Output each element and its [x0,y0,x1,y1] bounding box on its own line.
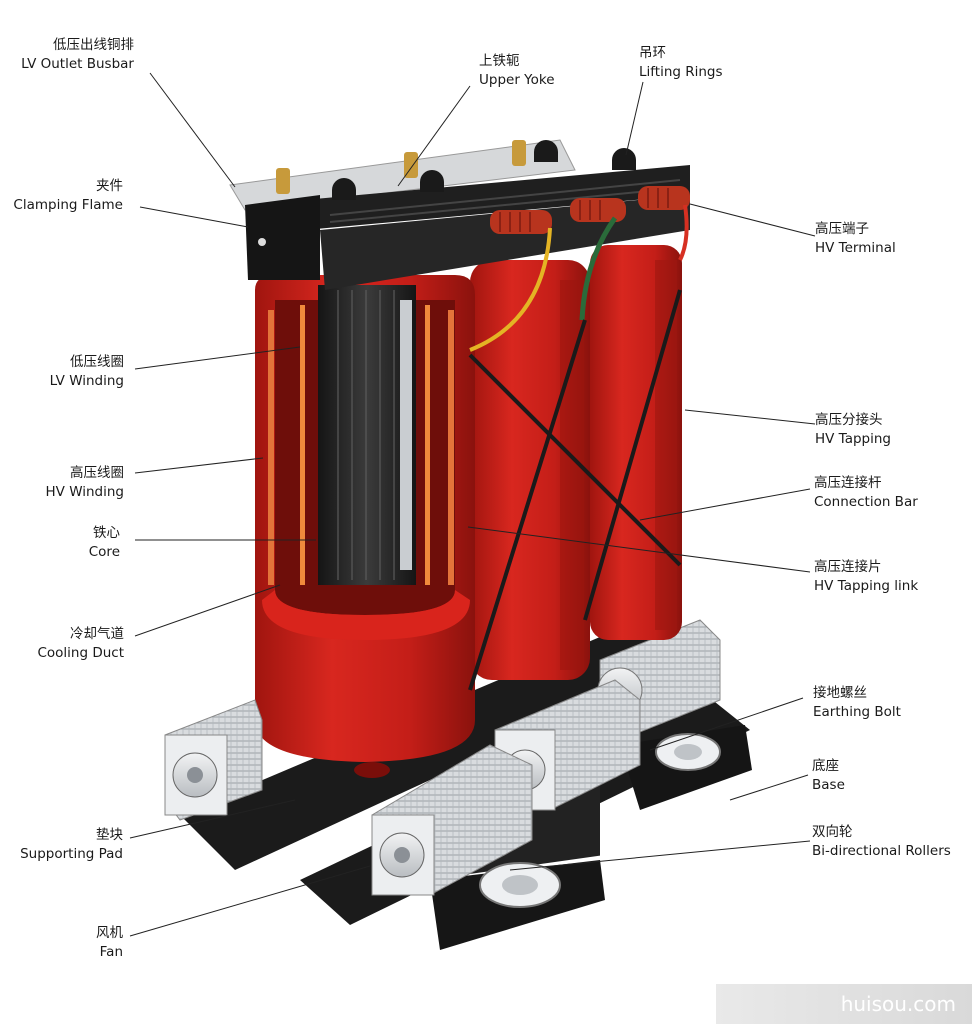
label-clamping-flame: 夹件 Clamping Flame [13,177,123,215]
label-hv-terminal: 高压端子 HV Terminal [815,220,896,258]
label-hv-winding-en: HV Winding [45,484,124,500]
label-supporting-pad-zh: 垫块 [96,827,123,843]
label-cooling-duct-zh: 冷却气道 [70,626,124,642]
label-hv-tapping-zh: 高压分接头 [815,412,883,428]
label-core: 铁心 Core [89,524,120,562]
label-earthing-bolt: 接地螺丝 Earthing Bolt [813,684,901,722]
label-bi-directional-rollers: 双向轮 Bi-directional Rollers [812,823,951,861]
label-supporting-pad: 垫块 Supporting Pad [20,826,123,864]
label-earthing-bolt-en: Earthing Bolt [813,704,901,720]
label-clamping-flame-en: Clamping Flame [13,197,123,213]
label-lifting-rings-zh: 吊环 [639,45,666,61]
coil-front-cutaway [255,275,475,778]
leader-lines [129,72,816,937]
label-lv-winding: 低压线圈 LV Winding [50,353,124,391]
watermark: huisou.com [716,984,972,1024]
coil-middle [470,260,590,680]
label-hv-tapping-link-zh: 高压连接片 [814,559,882,575]
label-supporting-pad-en: Supporting Pad [20,846,123,862]
label-lv-winding-en: LV Winding [49,373,124,389]
label-connection-bar-en: Connection Bar [814,494,918,510]
label-cooling-duct-en: Cooling Duct [37,645,124,661]
fan-front [371,744,533,896]
label-upper-yoke-zh: 上铁轭 [479,53,520,69]
label-lv-outlet-busbar: 低压出线铜排 LV Outlet Busbar [21,36,134,74]
label-hv-tapping-en: HV Tapping [815,431,891,447]
roller-back [655,733,721,771]
core-laminations [318,285,416,585]
label-bi-directional-rollers-en: Bi-directional Rollers [812,843,951,859]
label-hv-tapping: 高压分接头 HV Tapping [815,411,891,449]
hv-terminals [490,186,690,234]
label-core-zh: 铁心 [93,525,120,541]
label-cooling-duct: 冷却气道 Cooling Duct [37,625,124,663]
label-lv-outlet-busbar-zh: 低压出线铜排 [53,37,134,53]
label-lv-outlet-busbar-en: LV Outlet Busbar [21,56,134,72]
label-core-en: Core [88,544,120,560]
fan-left [164,699,263,821]
label-lifting-rings-en: Lifting Rings [639,64,723,80]
label-fan-zh: 风机 [96,925,123,941]
label-connection-bar: 高压连接杆 Connection Bar [814,474,918,512]
label-hv-tapping-link: 高压连接片 HV Tapping link [814,558,918,596]
cables [468,204,689,691]
label-connection-bar-zh: 高压连接杆 [814,475,882,491]
label-fan-en: Fan [99,944,123,960]
label-bi-directional-rollers-zh: 双向轮 [812,824,853,840]
label-lifting-rings: 吊环 Lifting Rings [639,44,723,82]
label-fan: 风机 Fan [96,924,123,962]
label-hv-winding-zh: 高压线圈 [70,465,124,481]
label-upper-yoke-en: Upper Yoke [479,72,555,88]
label-base-zh: 底座 [812,758,839,774]
label-upper-yoke: 上铁轭 Upper Yoke [479,52,555,90]
label-clamping-flame-zh: 夹件 [96,178,123,194]
label-base: 底座 Base [812,757,845,795]
lifting-rings [332,140,636,200]
label-hv-winding: 高压线圈 HV Winding [46,464,124,502]
label-hv-terminal-zh: 高压端子 [815,221,869,237]
label-base-en: Base [812,777,845,793]
label-lv-winding-zh: 低压线圈 [70,354,124,370]
label-hv-terminal-en: HV Terminal [815,240,896,256]
label-hv-tapping-link-en: HV Tapping link [814,578,919,594]
label-earthing-bolt-zh: 接地螺丝 [813,685,867,701]
roller-front [479,862,561,908]
